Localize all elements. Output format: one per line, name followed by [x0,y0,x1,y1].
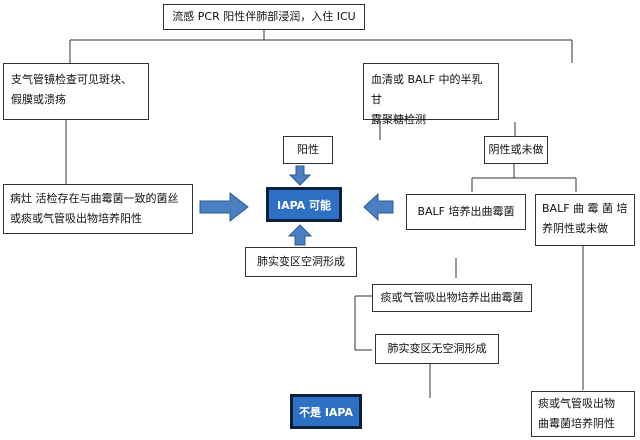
node-balf-culture-negative: BALF 曲 霉 菌 培 养阴性或未做 [535,194,635,246]
node-cavity: 肺实变区空洞形成 [245,247,357,277]
node-serum-balf: 血清或 BALF 中的半乳甘 露聚糖检测 [363,63,499,126]
node-iapa-possible: IAPA 可能 [266,187,342,222]
node-top: 流感 PCR 阳性伴肺部浸润，入住 ICU [163,4,365,30]
node-bronchoscopy: 支气管镜检查可见斑块、 假膜或溃疡 [3,63,149,120]
node-negative-or-not-done: 阴性或未做 [484,136,548,164]
down-arrow-icon [288,165,312,186]
node-not-iapa: 不是 IAPA [290,394,362,429]
left-arrow-icon [363,192,394,222]
node-no-cavity: 肺实变区无空洞形成 [375,334,499,364]
node-biopsy: 病灶 活检存在与曲霉菌一致的菌丝 或痰或气管吸出物培养阳性 [3,184,193,234]
node-sputum-culture-positive: 痰或气管吸出物培养出曲霉菌 [372,284,532,312]
right-arrow-icon [199,191,249,223]
node-positive: 阳性 [283,136,333,164]
up-arrow-icon [287,224,313,246]
node-balf-culture-positive: BALF 培养出曲霉菌 [406,194,526,230]
node-sputum-culture-negative: 痰或气管吸出物 曲霉菌培养阴性 [531,391,635,437]
